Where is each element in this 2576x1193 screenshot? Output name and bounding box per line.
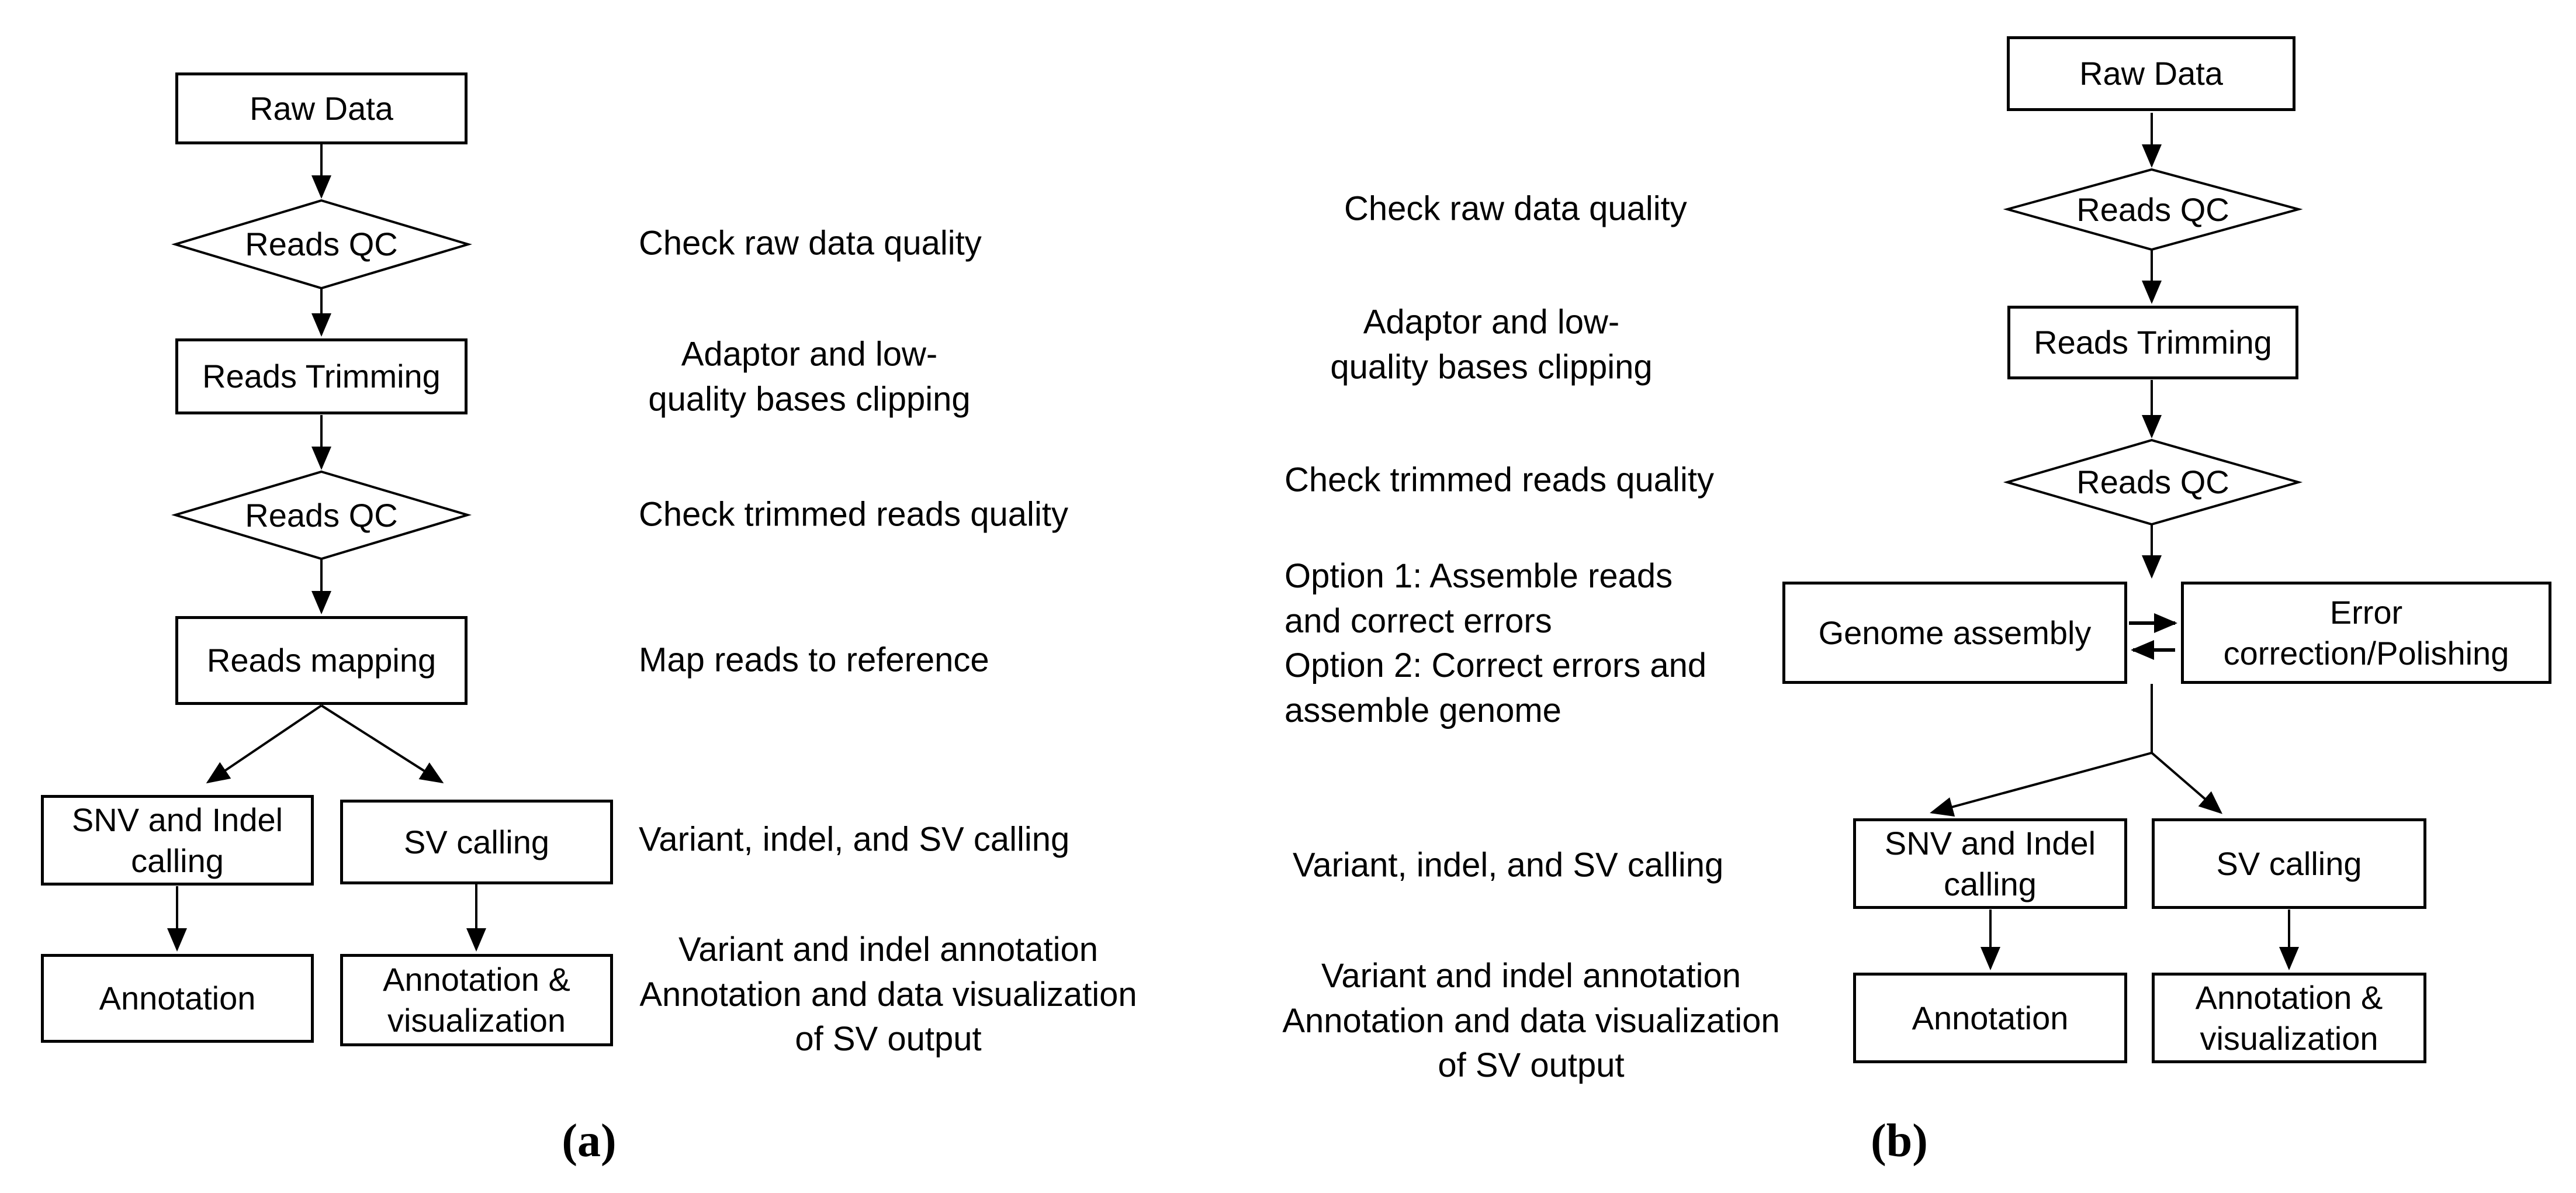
a-note-adaptor-clipping: Adaptor and low- quality bases clipping (648, 335, 971, 418)
a-reads-qc-2-diamond (171, 470, 472, 561)
a-raw-data-box: Raw Data (175, 72, 468, 144)
b-error-correction-polishing-box: Error correction/Polishing (2181, 582, 2551, 684)
b-note-variant-calling: Variant, indel, and SV calling (1293, 846, 1724, 884)
a-note-check-trimmed-quality: Check trimmed reads quality (639, 495, 1068, 534)
b-reads-qc-2-label: Reads QC (2076, 464, 2229, 501)
a-reads-trimming-box: Reads Trimming (175, 338, 468, 414)
b-note-adaptor-clipping: Adaptor and low- quality bases clipping (1330, 303, 1653, 386)
b-reads-trimming-box: Reads Trimming (2007, 306, 2298, 379)
panel-b-connectors (1930, 113, 2299, 970)
b-note-check-raw-quality: Check raw data quality (1344, 189, 1687, 228)
a-reads-mapping-box: Reads mapping (175, 616, 468, 705)
a-note-map-reads: Map reads to reference (639, 641, 989, 679)
a-reads-qc-1-label: Reads QC (245, 226, 398, 263)
b-reads-qc-1-diamond (2003, 168, 2303, 251)
b-note-annotation-visualization: Variant and indel annotation Annotation … (1282, 957, 1780, 1085)
b-reads-qc-1-label: Reads QC (2076, 191, 2229, 228)
b-genome-assembly-box: Genome assembly (1782, 582, 2127, 684)
a-annotation-visualization-box: Annotation & visualization (340, 954, 613, 1046)
b-note-assembly-options: Option 1: Assemble reads and correct err… (1284, 557, 1707, 729)
panel-a-connectors (167, 144, 486, 952)
a-note-annotation-visualization: Variant and indel annotation Annotation … (639, 931, 1137, 1059)
b-raw-data-box: Raw Data (2007, 36, 2295, 111)
b-note-check-trimmed-quality: Check trimmed reads quality (1284, 461, 1714, 499)
b-snv-indel-calling-box: SNV and Indel calling (1853, 818, 2127, 909)
panel-b-decision-diamonds (2003, 168, 2303, 526)
a-snv-indel-calling-box: SNV and Indel calling (41, 795, 314, 886)
b-annotation-box: Annotation (1853, 973, 2127, 1063)
panel-b-label: (b) (1871, 1115, 1928, 1167)
a-sv-calling-box: SV calling (340, 800, 613, 884)
a-note-variant-calling: Variant, indel, and SV calling (639, 820, 1070, 859)
a-reads-qc-2-label: Reads QC (245, 496, 398, 534)
a-reads-qc-1-diamond (171, 199, 472, 290)
panel-a-decision-diamonds (171, 199, 472, 561)
a-annotation-box: Annotation (41, 954, 314, 1043)
b-sv-calling-box: SV calling (2152, 818, 2426, 909)
b-reads-qc-2-diamond (2003, 438, 2303, 526)
panel-a-label: (a) (562, 1115, 617, 1167)
b-annotation-visualization-box: Annotation & visualization (2152, 973, 2426, 1063)
a-note-check-raw-quality: Check raw data quality (639, 224, 982, 262)
